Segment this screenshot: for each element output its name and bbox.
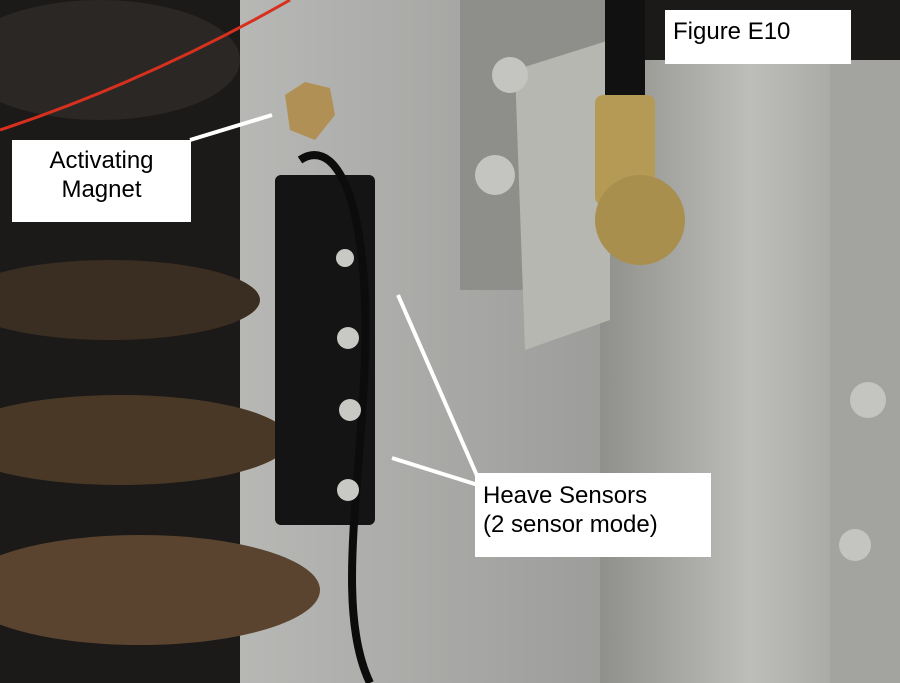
sensor-screws — [336, 249, 361, 501]
bolts — [475, 57, 886, 561]
antenna-ball — [595, 175, 685, 265]
magnet-icon — [285, 82, 335, 140]
magnet-label-line1: Activating — [49, 147, 154, 174]
magnet-label: Activating Magnet — [12, 140, 191, 222]
magnet-label-line2: Magnet — [61, 176, 142, 203]
sensor-cable — [297, 151, 374, 683]
aluminum-edge — [830, 60, 900, 683]
sensors-label: Heave Sensors (2 sensor mode) — [475, 473, 711, 557]
sensors-label-line1: Heave Sensors — [483, 482, 648, 509]
antenna-rod — [605, 0, 645, 110]
red-wire — [0, 0, 291, 132]
bracket-plate — [515, 40, 610, 350]
coil-spring — [0, 0, 320, 645]
sensors-label-line2: (2 sensor mode) — [483, 511, 658, 538]
pointer-lines — [189, 113, 480, 487]
figure-label: Figure E10 — [665, 10, 851, 64]
